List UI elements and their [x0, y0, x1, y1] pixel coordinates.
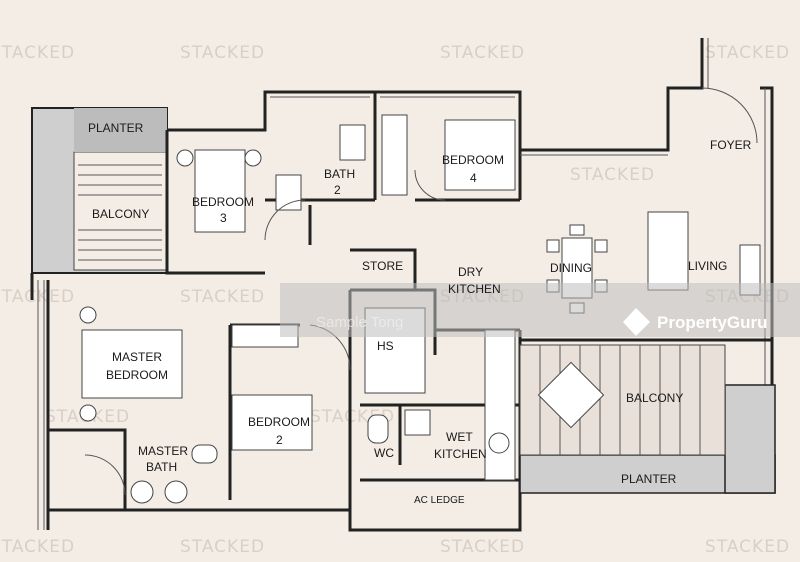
label-wc: WC [374, 446, 394, 460]
label-foyer: FOYER [710, 138, 752, 152]
watermark-stacked: STACKED [180, 43, 265, 63]
label-hs: HS [377, 339, 394, 353]
planter-bottom-right [519, 384, 776, 494]
label-dry-kitchen: DRY [458, 265, 483, 279]
window-lines [37, 38, 766, 530]
label-store: STORE [362, 259, 403, 273]
watermark-sample: Sample Tong [316, 314, 403, 331]
watermark-band [280, 283, 800, 337]
watermark-stacked: STACKED [440, 537, 525, 557]
watermark-stacked: STACKED [180, 287, 265, 307]
label-living: LIVING [688, 259, 727, 273]
label-wet-kitchen: WET [446, 430, 473, 444]
label-bedroom-2-number: 2 [276, 433, 283, 447]
label-bedroom-2: BEDROOM [248, 415, 310, 429]
propertyguru-wordmark: PropertyGuru [657, 313, 768, 332]
label-balcony-left: BALCONY [92, 207, 149, 221]
label-bedroom-4-number: 4 [470, 171, 477, 185]
label-master-bath-2: BATH [146, 460, 177, 474]
label-dining: DINING [550, 261, 592, 275]
watermark-stacked: STACKED [570, 165, 655, 185]
room-labels: PLANTER BALCONY BEDROOM 3 BATH 2 BEDROOM… [88, 121, 752, 506]
watermark-stacked: STACKED [440, 43, 525, 63]
label-bath-2-number: 2 [334, 183, 341, 197]
watermark-stacked: STACKED [705, 537, 790, 557]
propertyguru-logo: PropertyGuru [623, 308, 768, 336]
label-bedroom-4: BEDROOM [442, 153, 504, 167]
watermark-stacked: STACKED [705, 43, 790, 63]
label-dry-kitchen-2: KITCHEN [448, 282, 501, 296]
watermark-stacked: STACKED [0, 287, 75, 307]
label-planter-top: PLANTER [88, 121, 144, 135]
label-bedroom-3: BEDROOM [192, 195, 254, 209]
label-master-bedroom-2: BEDROOM [106, 368, 168, 382]
label-bath-2: BATH [324, 167, 355, 181]
watermark-stacked: STACKED [0, 43, 75, 63]
label-bedroom-3-number: 3 [220, 211, 227, 225]
balcony-left-decking [78, 164, 162, 261]
label-balcony-right: BALCONY [626, 391, 683, 405]
watermark-stacked: STACKED [180, 537, 265, 557]
label-master-bedroom: MASTER [112, 350, 162, 364]
label-planter-bottom: PLANTER [621, 472, 677, 486]
label-ac-ledge: AC LEDGE [414, 495, 465, 506]
label-master-bath: MASTER [138, 444, 188, 458]
label-wet-kitchen-2: KITCHEN [434, 447, 487, 461]
watermark-stacked: STACKED [0, 537, 75, 557]
propertyguru-icon [623, 308, 650, 336]
